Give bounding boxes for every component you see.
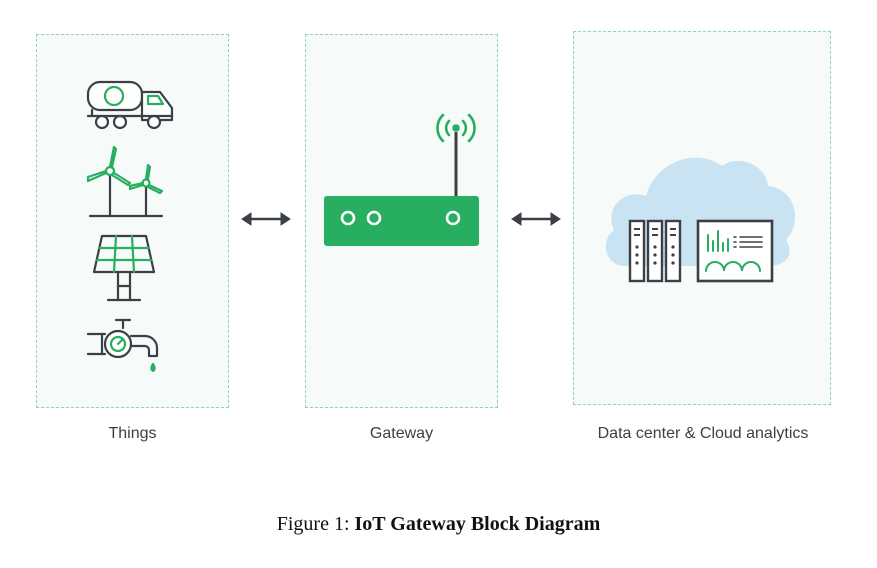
figure-caption-prefix: Figure 1: <box>276 513 355 535</box>
figure-caption: Figure 1: IoT Gateway Block Diagram <box>0 513 877 536</box>
wind-turbines-icon <box>86 145 164 218</box>
bidirectional-arrow-icon <box>511 212 561 226</box>
tanker-truck-icon <box>86 80 174 130</box>
cloud-analytics-label: Data center & Cloud analytics <box>597 425 809 442</box>
server-rack-icon <box>628 219 682 283</box>
gateway-label: Gateway <box>369 425 434 442</box>
water-tap-meter-icon <box>86 318 159 373</box>
analytics-monitor-icon <box>696 219 774 283</box>
wireless-router-icon <box>324 113 479 246</box>
figure-caption-title: IoT Gateway Block Diagram <box>354 513 601 535</box>
solar-panel-icon <box>92 234 156 302</box>
things-label: Things <box>108 425 157 442</box>
bidirectional-arrow-icon <box>241 212 291 226</box>
